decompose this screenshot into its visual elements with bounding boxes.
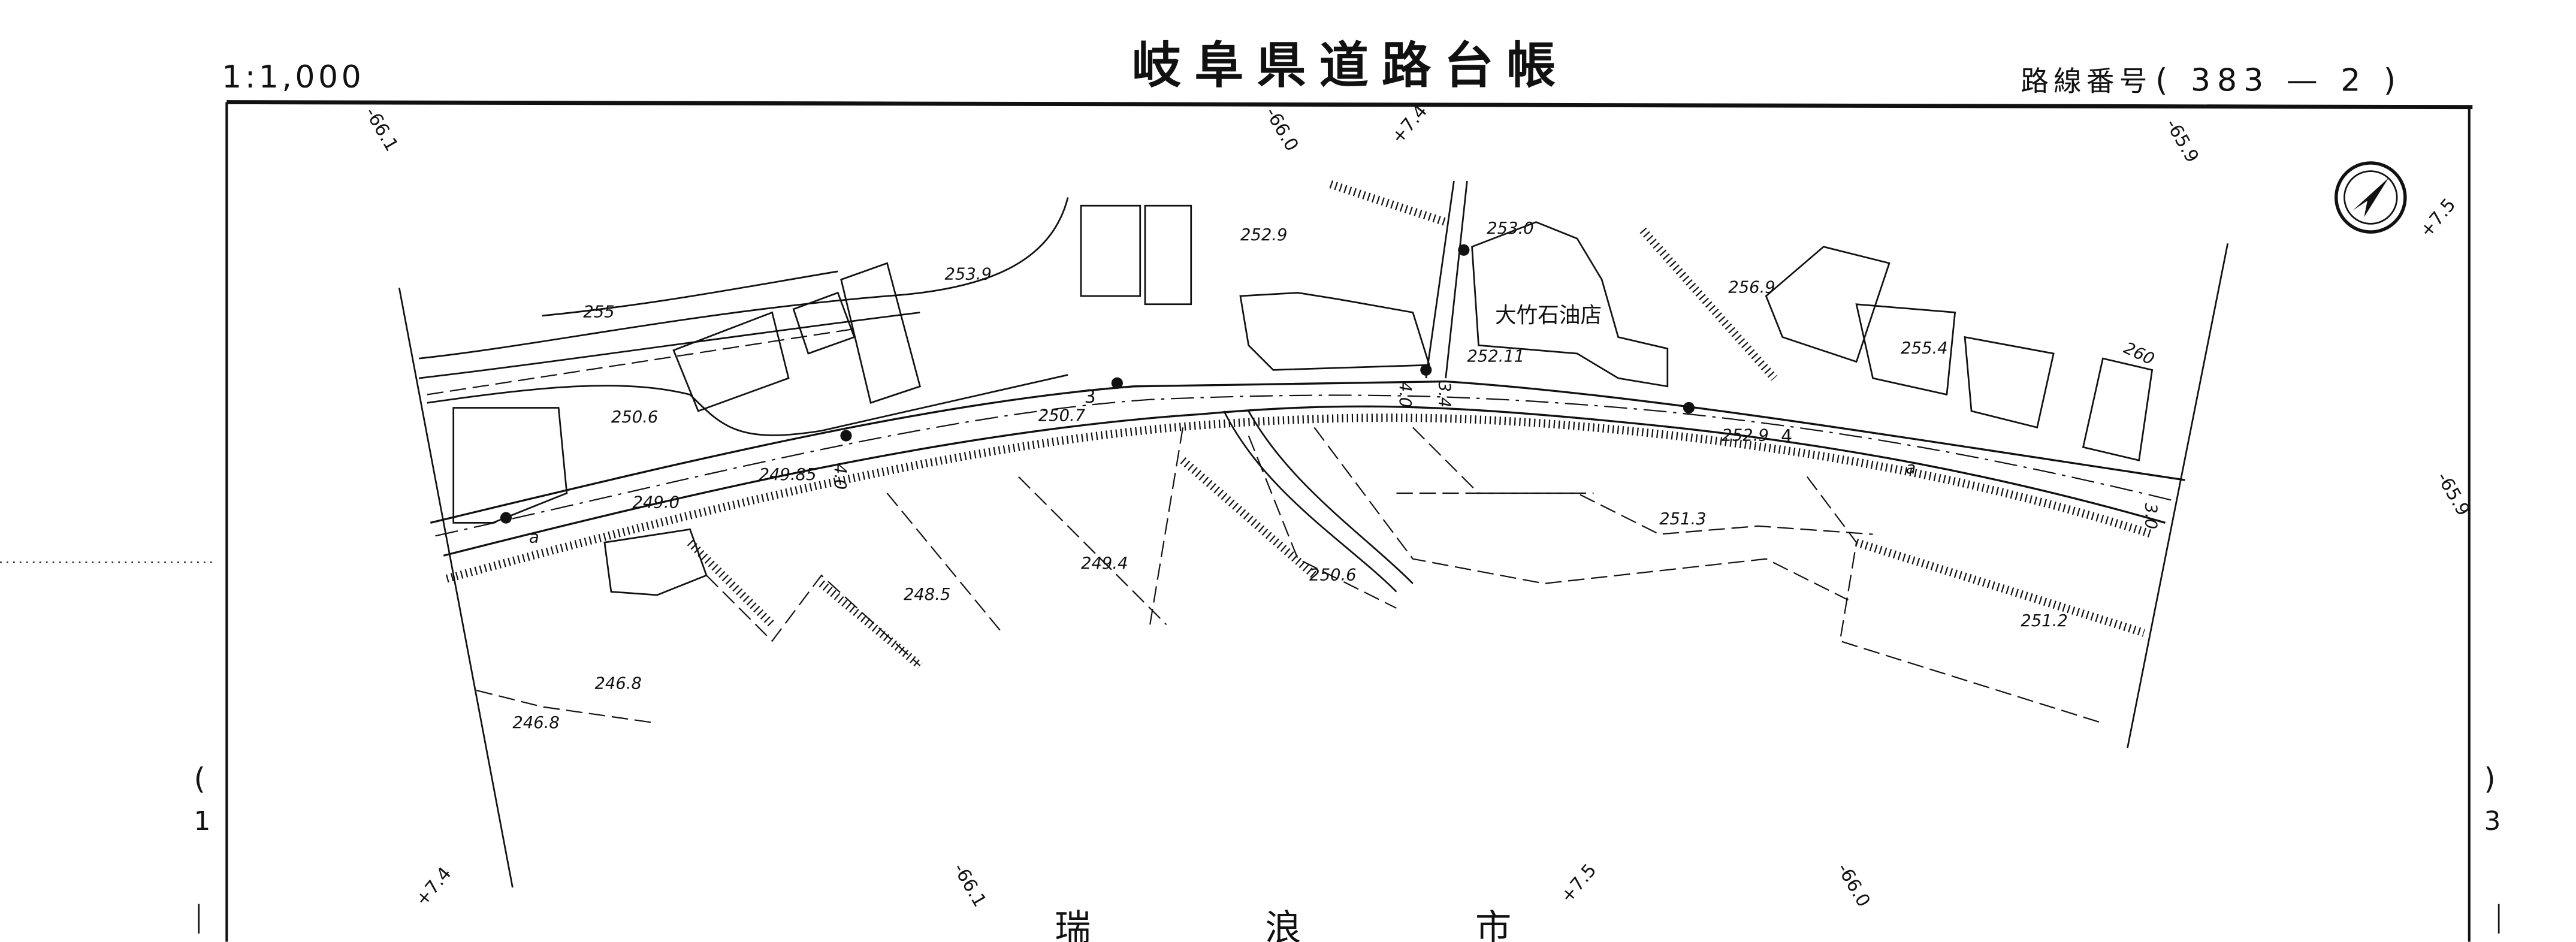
svg-text:253.0: 253.0 — [1487, 219, 1533, 238]
svg-text:3.4: 3.4 — [1435, 382, 1454, 408]
svg-text:251.3: 251.3 — [1659, 510, 1706, 529]
svg-text:252.9: 252.9 — [1722, 426, 1768, 445]
svg-text:a: a — [1905, 459, 1916, 478]
svg-text:+7.5: +7.5 — [1557, 860, 1601, 907]
page-title: 岐阜県道路台帳 — [1132, 38, 1569, 95]
svg-text:255.4: 255.4 — [1901, 339, 1947, 358]
svg-text:248.5: 248.5 — [904, 585, 950, 604]
svg-text:3: 3 — [1085, 387, 1096, 407]
svg-text:252.11: 252.11 — [1467, 348, 1524, 366]
svg-text:-66.1: -66.1 — [361, 104, 402, 155]
municipality-label: 瑞 浪 市 — [1055, 907, 1511, 942]
svg-text:250.6: 250.6 — [1309, 566, 1356, 584]
svg-text:a: a — [529, 528, 539, 547]
svg-text:246.8: 246.8 — [594, 674, 641, 693]
svg-text:255: 255 — [583, 303, 614, 322]
sheet-frame — [0, 100, 2473, 942]
svg-text:1: 1 — [194, 806, 211, 837]
svg-text:3: 3 — [2484, 806, 2500, 837]
north-arrow-icon — [2334, 161, 2407, 234]
svg-text:250.6: 250.6 — [611, 408, 658, 427]
svg-text:252.9: 252.9 — [1240, 226, 1287, 244]
svg-text:(: ( — [194, 762, 206, 796]
svg-text:4.0: 4.0 — [1396, 382, 1414, 408]
route-label: 路線番号 — [2021, 65, 2152, 97]
svg-text:浪: 浪 — [1265, 907, 1301, 942]
svg-text:瑞: 瑞 — [1055, 907, 1091, 942]
svg-text:246.8: 246.8 — [512, 714, 559, 732]
map-linework — [398, 180, 2229, 888]
building-label: 大竹石油店 — [1495, 303, 1602, 328]
svg-text:-66.0: -66.0 — [1832, 860, 1874, 911]
sheet-index-left: ( 1 — [194, 762, 211, 934]
svg-text:-65.9: -65.9 — [2432, 469, 2474, 520]
map-labels: 大竹石油店 255 253.9 252.9 253.0 256.9 255.4 … — [512, 219, 2160, 732]
svg-text:+7.5: +7.5 — [2416, 195, 2460, 242]
svg-text:+7.4: +7.4 — [412, 863, 456, 910]
svg-text:): ) — [2484, 762, 2495, 796]
svg-text:4: 4 — [1781, 426, 1792, 447]
svg-text:249.0: 249.0 — [633, 494, 680, 512]
svg-text:253.9: 253.9 — [944, 265, 991, 284]
svg-text:251.2: 251.2 — [2021, 612, 2067, 630]
svg-text:3.0: 3.0 — [2142, 503, 2160, 529]
svg-text:-66.1: -66.1 — [949, 860, 990, 911]
scale-label: 1:1,000 — [222, 59, 364, 95]
svg-text:-65.9: -65.9 — [2161, 116, 2203, 167]
svg-text:256.9: 256.9 — [1728, 279, 1775, 297]
svg-text:+7.4: +7.4 — [1387, 101, 1432, 148]
svg-text:市: 市 — [1475, 907, 1511, 942]
sheet-index-right: ) 3 — [2484, 762, 2500, 934]
svg-text:249.85: 249.85 — [759, 466, 817, 484]
svg-text:250.7: 250.7 — [1038, 406, 1086, 425]
svg-text:4.0: 4.0 — [831, 464, 849, 490]
route-number: ( 383 — 2 ) — [2155, 62, 2402, 98]
svg-text:-66.0: -66.0 — [1261, 104, 1302, 155]
svg-text:249.4: 249.4 — [1081, 554, 1128, 573]
